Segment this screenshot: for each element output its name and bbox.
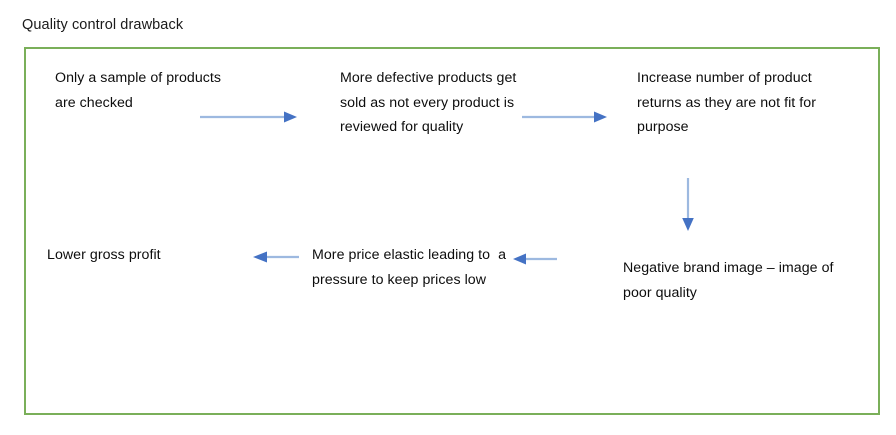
arrow-right-icon-defective-to-returns	[522, 110, 608, 124]
flow-node-brand: Negative brand image – image of poor qua…	[623, 260, 838, 301]
flow-node-elastic: More price elastic leading to a pressure…	[312, 247, 511, 288]
page-title: Quality control drawback	[22, 17, 184, 33]
flow-node-defective: More defective products get sold as not …	[340, 70, 521, 135]
flow-node-sample: Only a sample of products are checked	[55, 70, 226, 111]
arrow-right-icon-sample-to-defective	[200, 110, 298, 124]
arrow-left-icon-brand-to-elastic	[512, 252, 558, 266]
diagram-frame	[24, 47, 880, 415]
arrow-left-icon-elastic-to-profit	[252, 250, 300, 264]
flow-node-returns: Increase number of product returns as th…	[637, 70, 820, 135]
arrow-down-icon-returns-to-brand	[676, 178, 700, 232]
flow-node-profit: Lower gross profit	[47, 247, 161, 263]
